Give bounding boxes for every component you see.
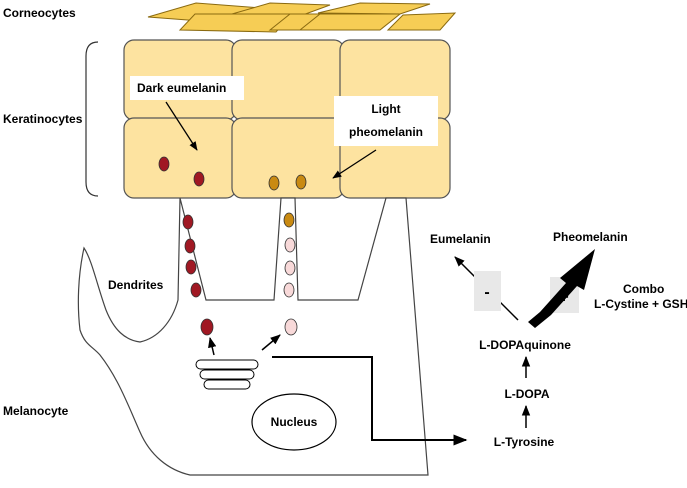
corneocyte-tile bbox=[298, 13, 402, 31]
dendrites-label: Dendrites bbox=[108, 278, 164, 292]
minus-sign: - bbox=[484, 284, 489, 301]
dark-granule bbox=[182, 214, 194, 230]
dark-granule bbox=[184, 238, 196, 254]
brown-granule bbox=[268, 175, 280, 191]
corneocyte-layer bbox=[147, 2, 457, 33]
pheomelanin-thick-arrow bbox=[528, 249, 595, 328]
dark-granule bbox=[200, 318, 214, 336]
corneocytes-label: Corneocytes bbox=[3, 6, 76, 20]
keratinocyte-cell bbox=[231, 117, 345, 199]
nucleus bbox=[251, 393, 337, 451]
melanocyte-outline bbox=[77, 197, 429, 476]
l-dopa-label: L-DOPA bbox=[504, 387, 549, 401]
l-tyrosine-label: L-Tyrosine bbox=[494, 435, 555, 449]
callout-arrow bbox=[332, 149, 377, 179]
light-label: Light bbox=[371, 102, 400, 116]
corneocyte-tile bbox=[317, 2, 431, 15]
keratinocyte-bracket bbox=[85, 41, 99, 197]
light-granule bbox=[284, 237, 296, 253]
transport-arrow bbox=[261, 334, 281, 351]
light-granule bbox=[283, 282, 295, 298]
callout-arrow bbox=[165, 101, 198, 151]
cystine-gsh-label: L-Cystine + GSH bbox=[594, 297, 687, 311]
dark-eumelanin-box bbox=[130, 76, 244, 100]
nucleus-label: Nucleus bbox=[271, 415, 318, 429]
dark-eumelanin-label: Dark eumelanin bbox=[137, 81, 226, 95]
minus-box bbox=[474, 271, 501, 311]
light-granule bbox=[284, 260, 296, 276]
corneocyte-tile bbox=[386, 12, 457, 31]
transport-arrow bbox=[208, 336, 217, 356]
l-dopaquinone-label: L-DOPAquinone bbox=[479, 338, 571, 352]
dark-granule bbox=[185, 259, 197, 275]
brown-granule bbox=[283, 212, 295, 228]
melanocyte-label: Melanocyte bbox=[3, 404, 69, 418]
combo-label: Combo bbox=[623, 282, 664, 296]
dark-granule bbox=[158, 156, 170, 172]
keratinocyte-cell bbox=[231, 39, 345, 121]
keratinocyte-cell bbox=[123, 117, 237, 199]
pheomelanin-callout-label: pheomelanin bbox=[349, 125, 423, 139]
pheomelanin-label: Pheomelanin bbox=[553, 230, 628, 244]
eumelanin-label: Eumelanin bbox=[430, 232, 491, 246]
tyrosine-connector bbox=[272, 356, 468, 446]
dark-granule bbox=[190, 282, 202, 298]
dark-granule bbox=[193, 171, 205, 187]
keratinocytes-label: Keratinocytes bbox=[3, 112, 83, 126]
light-pheomelanin-box bbox=[334, 96, 438, 146]
light-granule bbox=[284, 318, 298, 336]
brown-granule bbox=[295, 174, 307, 190]
golgi-organelle bbox=[195, 359, 259, 390]
